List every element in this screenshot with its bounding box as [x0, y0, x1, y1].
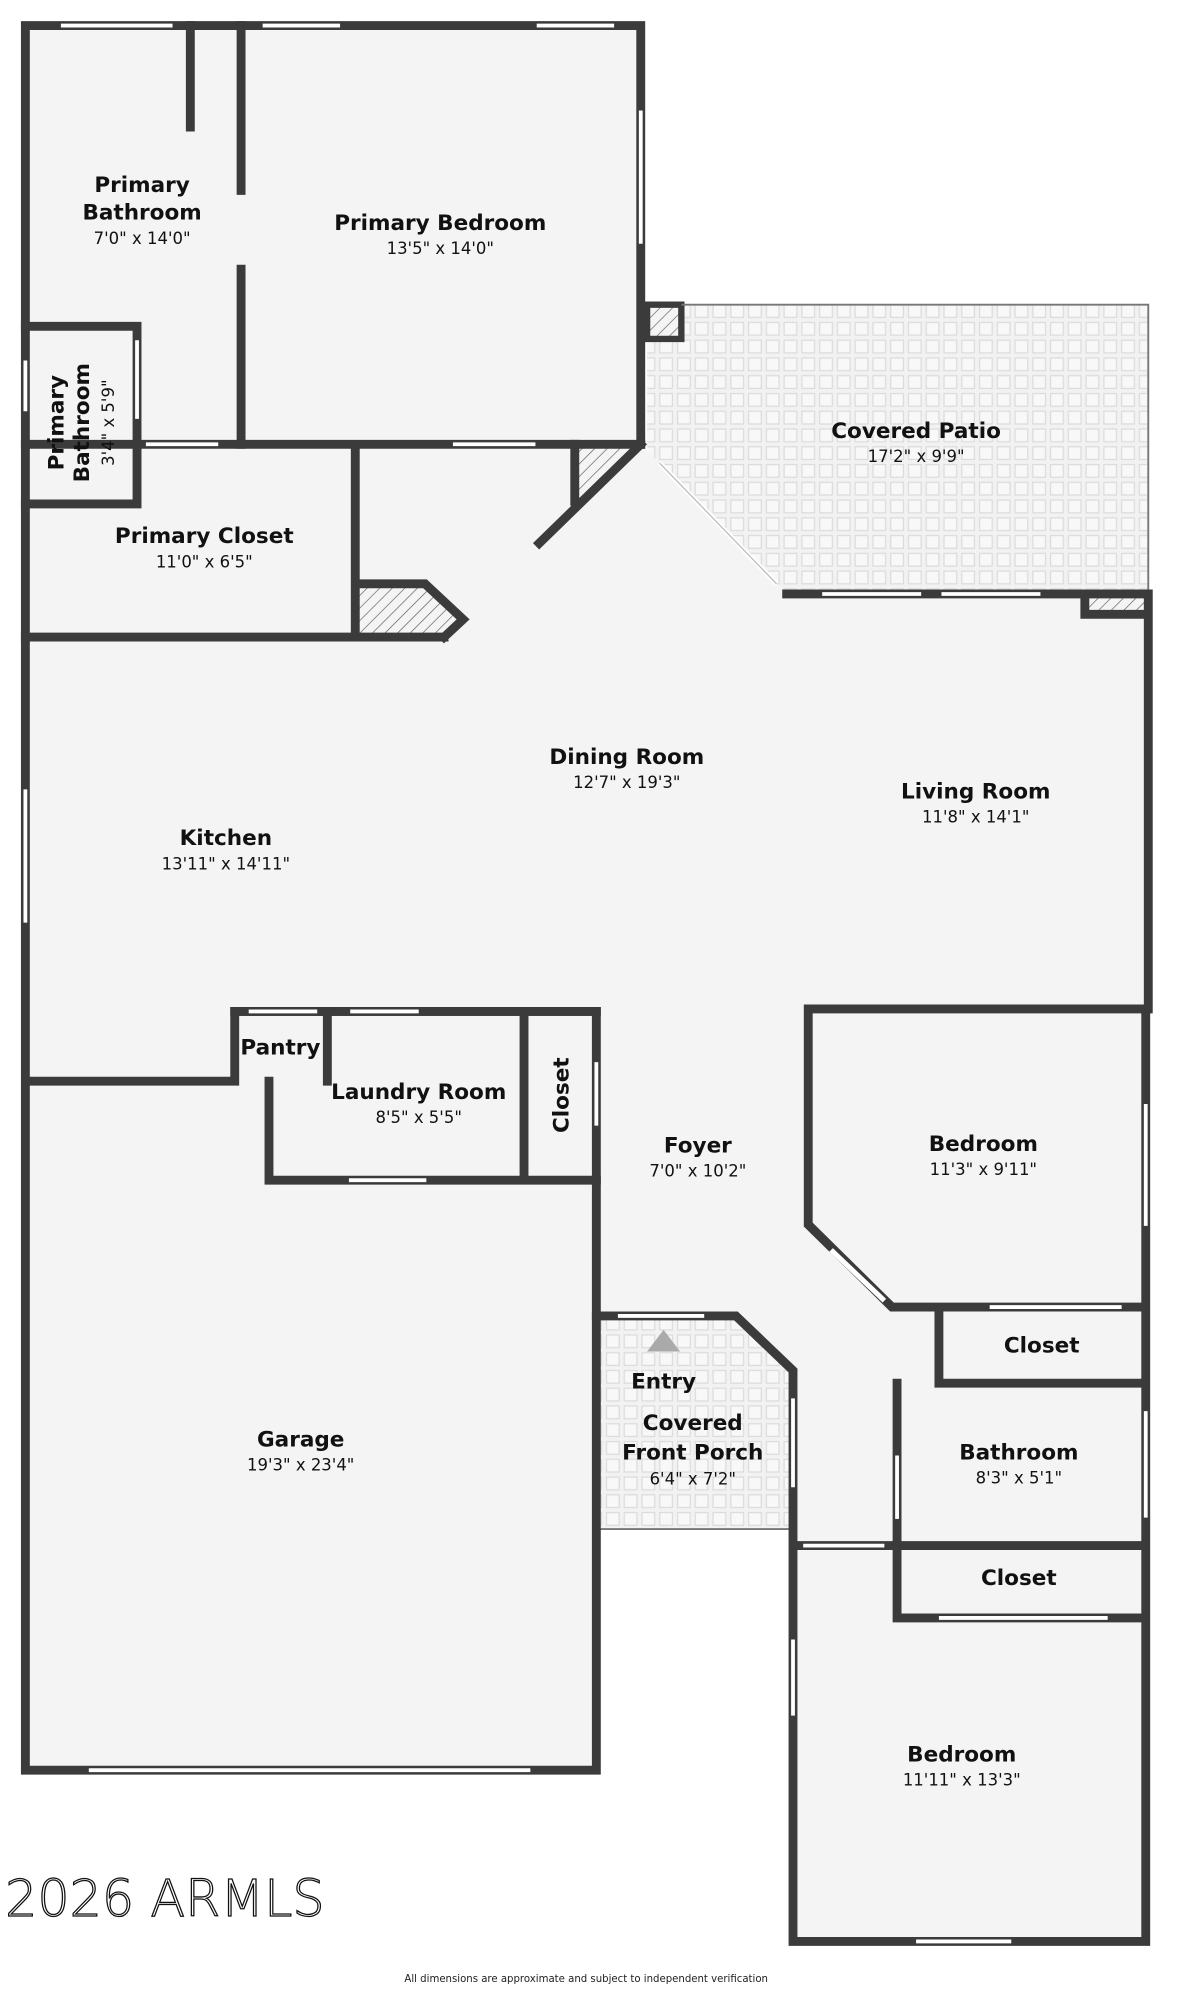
small-bathroom-label-2: Bathroom: [70, 363, 95, 482]
disclaimer: All dimensions are approximate and subje…: [404, 1974, 768, 1985]
walls: [20, 21, 1153, 1946]
kitchen-dims: 13'11" x 14'11": [162, 854, 290, 873]
porch-floor: [596, 1315, 794, 1530]
foyer-dims: 7'0" x 10'2": [649, 1161, 746, 1180]
bedroom-2-label: Bedroom: [907, 1742, 1016, 1767]
garage-label: Garage: [257, 1428, 344, 1453]
primary-closet-label: Primary Closet: [115, 524, 294, 549]
openings: [23, 23, 1148, 1944]
hatched-area: [1084, 596, 1146, 615]
small-bathroom-dims: 3'4" x 5'9": [99, 379, 118, 465]
covered-patio-label: Covered Patio: [831, 419, 1001, 444]
primary-bathroom-dims: 7'0" x 14'0": [94, 229, 191, 248]
laundry-room-dims: 8'5" x 5'5": [375, 1108, 461, 1127]
primary-bathroom-label-2: Bathroom: [82, 201, 201, 226]
bedroom-1-dims: 11'3" x 9'11": [930, 1160, 1037, 1179]
entry-label: Entry: [631, 1369, 696, 1394]
front-porch-label-2: Front Porch: [622, 1440, 763, 1465]
foyer-label: Foyer: [664, 1133, 732, 1158]
living-room-dims: 11'8" x 14'1": [922, 807, 1029, 826]
dining-room-label: Dining Room: [549, 745, 704, 770]
bedroom-2-dims: 11'11" x 13'3": [903, 1770, 1021, 1789]
primary-bedroom-label: Primary Bedroom: [334, 211, 546, 236]
watermark: 2026 ARMLS: [5, 1869, 325, 1928]
covered-patio-dims: 17'2" x 9'9": [868, 447, 965, 466]
front-porch-label: Covered: [643, 1411, 743, 1436]
garage-dims: 19'3" x 23'4": [247, 1456, 354, 1475]
entry-arrow-icon: [647, 1329, 681, 1352]
bedroom-1-label: Bedroom: [929, 1132, 1038, 1157]
living-room-label: Living Room: [901, 779, 1050, 804]
primary-bedroom-dims: 13'5" x 14'0": [387, 239, 494, 258]
room-labels: Primary Bathroom 7'0" x 14'0" Primary Be…: [44, 173, 1079, 1790]
bathroom-dims: 8'3" x 5'1": [976, 1468, 1062, 1487]
front-porch-dims: 6'4" x 7'2": [650, 1470, 736, 1489]
laundry-closet-label: Closet: [549, 1057, 574, 1133]
patio-outline: [681, 303, 1150, 594]
small-bathroom-label: Primary: [44, 375, 69, 470]
closet-1-label: Closet: [1004, 1334, 1080, 1359]
column: [643, 301, 685, 343]
closet-2-label: Closet: [981, 1566, 1057, 1591]
kitchen-label: Kitchen: [180, 826, 272, 851]
laundry-room-label: Laundry Room: [331, 1080, 506, 1105]
dining-room-dims: 12'7" x 19'3": [573, 773, 680, 792]
pantry-label: Pantry: [240, 1036, 320, 1061]
bathroom-label: Bathroom: [959, 1440, 1078, 1465]
primary-bathroom-label: Primary: [94, 173, 189, 198]
primary-closet-dims: 11'0" x 6'5": [156, 552, 253, 571]
floors: [25, 25, 1149, 1942]
